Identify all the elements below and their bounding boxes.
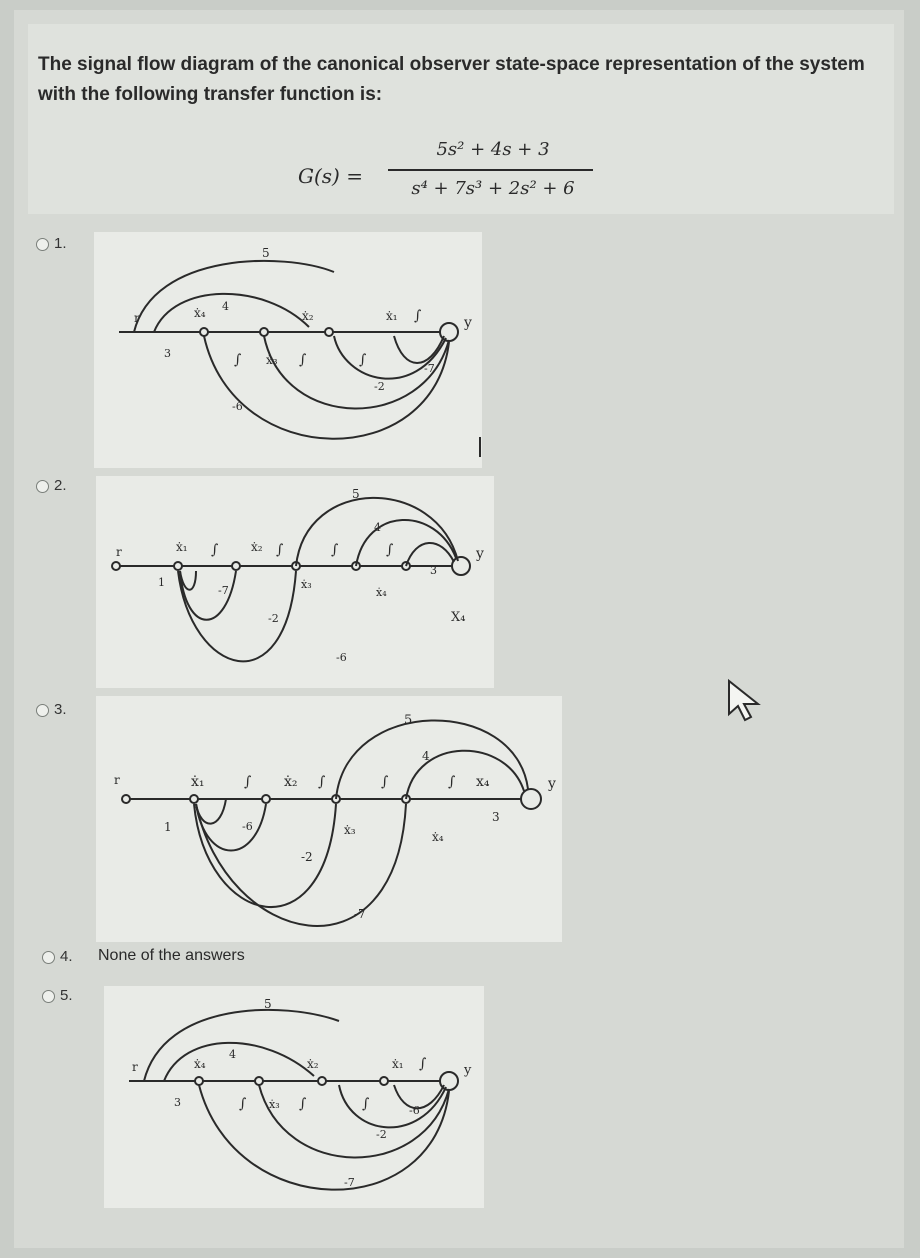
transfer-function: G(s) = 5s² + 4s + 3 s⁴ + 7s³ + 2s² + 6 (298, 134, 598, 214)
d3-x4-label: x₄ (476, 774, 490, 790)
d3-int-4: ∫ (448, 774, 455, 790)
d3-gain-3: 3 (492, 810, 500, 824)
formula-numerator: 5s² + 4s + 3 (436, 139, 550, 160)
d2-int-3: ∫ (331, 542, 338, 558)
d5-gain-m7: -7 (344, 1176, 355, 1189)
d2-x4-label: ẋ₄ (376, 586, 387, 599)
d5-x2dot-label: ẋ₂ (307, 1057, 319, 1071)
question-card: The signal flow diagram of the canonical… (28, 24, 894, 214)
d2-x2dot-label: ẋ₂ (251, 540, 263, 554)
d1-int-2: ∫ (299, 352, 306, 368)
option-5-diagram: r y ẋ₄ ẋ₂ ẋ₁ ẋ₃ ∫ ∫ ∫ ∫ 5 4 3 -6 -2 -7 (104, 986, 484, 1208)
d1-gain-5: 5 (262, 246, 270, 260)
d5-int-1: ∫ (239, 1096, 246, 1112)
signal-flow-diagram-2: r y ẋ₁ ẋ₂ ẋ₃ ẋ₄ X₄ ∫ ∫ ∫ ∫ 5 4 3 1 -7 -2… (111, 487, 484, 664)
d3-int-3: ∫ (381, 774, 388, 790)
signal-flow-diagram-5: r y ẋ₄ ẋ₂ ẋ₁ ẋ₃ ∫ ∫ ∫ ∫ 5 4 3 -6 -2 -7 (129, 997, 472, 1191)
option-1-diagram: r y ẋ₄ ẋ₂ ẋ₁ ẋ₃ ∫ ∫ ∫ ∫ 5 4 3 -6 -2 -7 (94, 232, 482, 468)
d3-gain-m6: -6 (242, 820, 253, 833)
d1-gain-4: 4 (222, 300, 229, 313)
d2-int-2: ∫ (276, 542, 283, 558)
d2-gain-m6: -6 (336, 651, 347, 664)
d1-x4dot-label: ẋ₄ (194, 306, 206, 320)
d3-gain-5: 5 (404, 713, 412, 728)
d2-X4-label: X₄ (451, 610, 465, 625)
option-3-number: 3. (54, 701, 67, 718)
d3-gain-4: 4 (422, 749, 430, 763)
d1-gain-3: 3 (164, 347, 171, 360)
d5-r-label: r (132, 1060, 138, 1074)
d2-r-label: r (116, 545, 122, 559)
d1-x2dot-label: ẋ₂ (302, 309, 314, 323)
d1-x1dot-label: ẋ₁ (386, 309, 398, 323)
d3-x1dot-label: ẋ₁ (191, 774, 205, 790)
d2-x3-label: ẋ₃ (301, 578, 312, 591)
d2-gain-3: 3 (430, 564, 437, 577)
d2-gain-m2: -2 (268, 612, 279, 625)
d2-x1dot-label: ẋ₁ (176, 540, 188, 554)
d1-gain-m7: -7 (424, 362, 435, 375)
option-4-number: 4. (60, 948, 73, 965)
d2-int-1: ∫ (211, 542, 218, 558)
fraction-bar (388, 169, 593, 171)
d2-y-label: y (475, 546, 484, 562)
option-5-radio[interactable] (42, 990, 55, 1003)
option-2-radio[interactable] (36, 480, 49, 493)
d5-gain-5: 5 (264, 997, 272, 1011)
signal-flow-diagram-3: r y ẋ₁ ẋ₂ ẋ₃ ẋ₄ x₄ ∫ ∫ ∫ ∫ 5 4 3 1 -6 -2… (114, 713, 556, 927)
quiz-page: The signal flow diagram of the canonical… (14, 10, 904, 1248)
d2-int-4: ∫ (386, 542, 393, 558)
d3-r-label: r (114, 773, 120, 787)
d3-x2dot-label: ẋ₂ (284, 774, 298, 790)
d1-r-label: r (134, 311, 140, 325)
d5-int-4: ∫ (419, 1056, 426, 1072)
d1-int-3: ∫ (359, 352, 366, 368)
d1-gain-m2: -2 (374, 380, 385, 393)
d5-int-2: ∫ (299, 1096, 306, 1112)
d3-int-2: ∫ (318, 774, 325, 790)
d3-gain-m2: -2 (301, 850, 313, 864)
option-3-radio[interactable] (36, 704, 49, 717)
d1-gain-m6: -6 (232, 400, 243, 413)
option-3-diagram: r y ẋ₁ ẋ₂ ẋ₃ ẋ₄ x₄ ∫ ∫ ∫ ∫ 5 4 3 1 -6 -2… (96, 696, 562, 942)
option-5-number: 5. (60, 987, 73, 1004)
question-text: The signal flow diagram of the canonical… (38, 54, 865, 105)
d1-y-label: y (463, 315, 472, 331)
option-4-radio[interactable] (42, 951, 55, 964)
d5-gain-m6: -6 (409, 1104, 420, 1117)
d1-x3-label: ẋ₃ (266, 353, 278, 367)
d5-int-3: ∫ (362, 1096, 369, 1112)
d2-gain-5: 5 (352, 487, 360, 501)
formula-lhs: G(s) = (298, 164, 363, 188)
d2-gain-4: 4 (374, 521, 381, 534)
d3-gain-1: 1 (164, 820, 172, 834)
d3-y-label: y (547, 776, 556, 792)
d3-x3-label: ẋ₃ (344, 823, 356, 837)
d1-int-1: ∫ (234, 352, 241, 368)
d3-int-1: ∫ (244, 774, 251, 790)
option-2-diagram: r y ẋ₁ ẋ₂ ẋ₃ ẋ₄ X₄ ∫ ∫ ∫ ∫ 5 4 3 1 -7 -2… (96, 476, 494, 688)
option-2-number: 2. (54, 477, 67, 494)
signal-flow-diagram-1: r y ẋ₄ ẋ₂ ẋ₁ ẋ₃ ∫ ∫ ∫ ∫ 5 4 3 -6 -2 -7 (119, 246, 481, 457)
d5-gain-m2: -2 (376, 1128, 387, 1141)
d5-y-label: y (463, 1063, 472, 1078)
d5-gain-4: 4 (229, 1048, 236, 1061)
option-4-text[interactable]: None of the answers (98, 947, 245, 964)
mouse-pointer-icon (726, 678, 766, 727)
d1-int-4: ∫ (414, 308, 421, 324)
d5-gain-3: 3 (174, 1096, 181, 1109)
d2-gain-1: 1 (158, 576, 165, 589)
d5-x3-label: ẋ₃ (269, 1098, 280, 1111)
d3-x4dot-label: ẋ₄ (432, 830, 444, 844)
d5-x1dot-label: ẋ₁ (392, 1057, 404, 1071)
d2-gain-m7: -7 (218, 584, 229, 597)
d5-x4dot-label: ẋ₄ (194, 1057, 206, 1071)
option-1-number: 1. (54, 235, 67, 252)
d3-gain-m7: -7 (354, 907, 366, 921)
formula-denominator: s⁴ + 7s³ + 2s² + 6 (411, 178, 575, 199)
option-1-radio[interactable] (36, 238, 49, 251)
